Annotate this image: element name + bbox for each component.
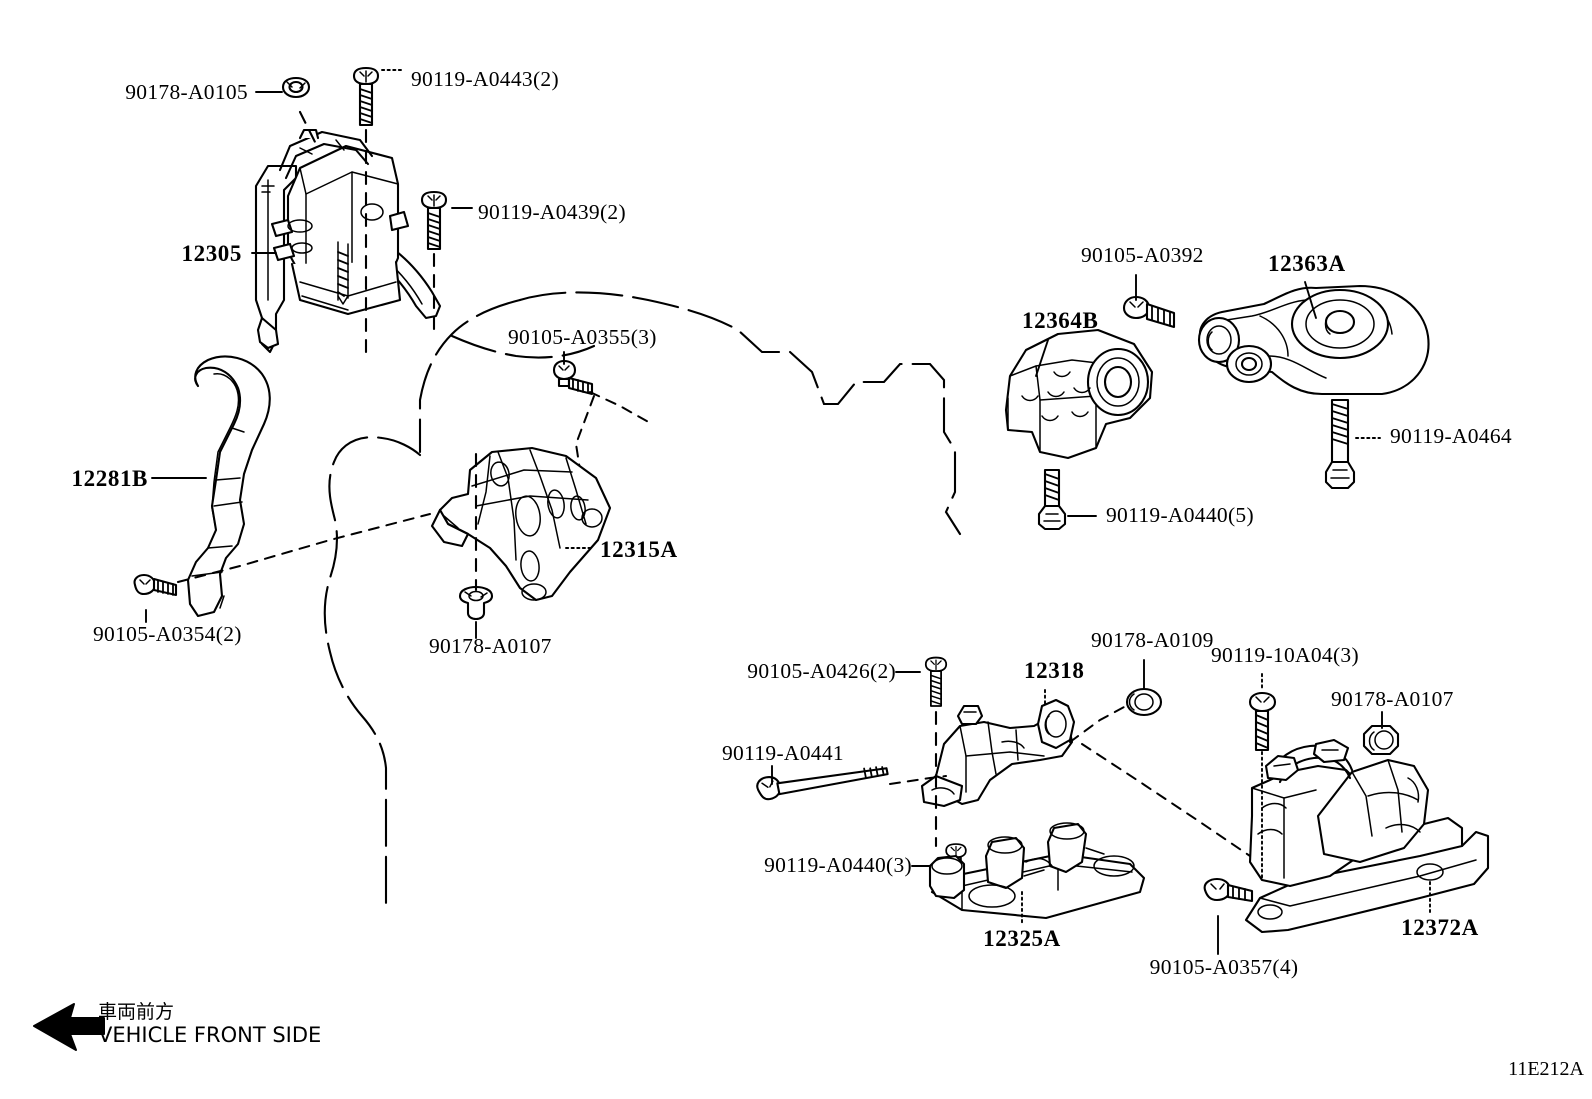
vehicle-front-arrow-icon xyxy=(33,1003,105,1051)
axis-90178-A0109 xyxy=(1069,705,1127,743)
fastener-90105-A0392 xyxy=(1122,295,1176,329)
leader-12364B xyxy=(1035,339,1049,377)
part-12318-transmission-bracket xyxy=(920,698,1076,808)
part-12363A-torque-rod xyxy=(1197,284,1430,396)
fastener-90178-A0105 xyxy=(281,76,311,99)
label-90105-A0426: 90105-A0426(2) xyxy=(747,659,896,683)
part-12315A-mounting-bracket xyxy=(430,446,612,602)
axis-90119-A0441 xyxy=(889,775,947,785)
fastener-90119-A0464 xyxy=(1324,398,1356,490)
part-12364B-rear-mount xyxy=(1004,328,1154,460)
label-90119-A0440-3: 90119-A0440(3) xyxy=(764,853,912,877)
part-12325A-mounting-stay xyxy=(928,822,1146,920)
fastener-90119-A0441 xyxy=(756,766,889,801)
fastener-90105-A0426 xyxy=(924,656,948,707)
label-12364B: 12364B xyxy=(1022,308,1099,333)
fastener-90178-A0109 xyxy=(1125,687,1163,717)
fastener-90119-10A04 xyxy=(1248,691,1277,752)
label-90119-A0443: 90119-A0443(2) xyxy=(411,67,559,91)
fastener-90105-A0357 xyxy=(1203,877,1254,903)
fastener-90178-A0107-left xyxy=(458,585,494,621)
leader-12363A xyxy=(1304,281,1317,319)
label-90105-A0357: 90105-A0357(4) xyxy=(1149,955,1299,979)
vehicle-front-label-en: VEHICLE FRONT SIDE xyxy=(98,1023,322,1047)
axis-12281B-to-12315A xyxy=(177,513,431,583)
label-90178-A0109: 90178-A0109 xyxy=(1091,628,1214,652)
axis-90105-A0355-a xyxy=(589,391,653,425)
fastener-90119-A0440-5 xyxy=(1037,468,1067,531)
label-90119-A0464: 90119-A0464 xyxy=(1390,424,1512,448)
axis-12318-to-12372A xyxy=(1081,743,1251,857)
fastener-90119-A0443 xyxy=(352,66,380,127)
leader-dash-90178-A0105 xyxy=(298,110,320,150)
label-12281B: 12281B xyxy=(71,466,148,491)
label-90119-10A04: 90119-10A04(3) xyxy=(1211,643,1359,667)
label-12325A: 12325A xyxy=(983,926,1061,951)
vehicle-front-label-jp: 車両前方 xyxy=(98,1001,175,1023)
fastener-90105-A0355 xyxy=(552,359,594,396)
fastener-90119-A0439 xyxy=(420,190,448,251)
label-12318: 12318 xyxy=(1024,658,1085,683)
label-90105-A0392: 90105-A0392 xyxy=(1081,243,1204,267)
diagram-code: 11E212A xyxy=(1508,1058,1584,1080)
label-90105-A0354: 90105-A0354(2) xyxy=(93,622,242,646)
part-12281B-engine-hanger xyxy=(186,355,271,618)
label-12315A: 12315A xyxy=(600,537,678,562)
fastener-90178-A0107-right xyxy=(1362,724,1400,756)
label-90178-A0107-right: 90178-A0107 xyxy=(1331,687,1454,711)
label-90119-A0439: 90119-A0439(2) xyxy=(478,200,626,224)
part-12372A-transmission-mount xyxy=(1244,738,1490,934)
label-12305: 12305 xyxy=(181,241,242,266)
label-90178-A0105: 90178-A0105 xyxy=(125,80,248,104)
fastener-90105-A0354 xyxy=(133,573,178,597)
label-90119-A0441: 90119-A0441 xyxy=(722,741,844,765)
label-12363A: 12363A xyxy=(1268,251,1346,276)
label-90178-A0107-left: 90178-A0107 xyxy=(429,634,552,658)
engine-outline-contour xyxy=(323,291,962,912)
label-12372A: 12372A xyxy=(1401,915,1479,940)
part-12305-front-engine-mount xyxy=(254,128,442,354)
label-90105-A0355: 90105-A0355(3) xyxy=(508,325,657,349)
label-90119-A0440-5: 90119-A0440(5) xyxy=(1106,503,1254,527)
